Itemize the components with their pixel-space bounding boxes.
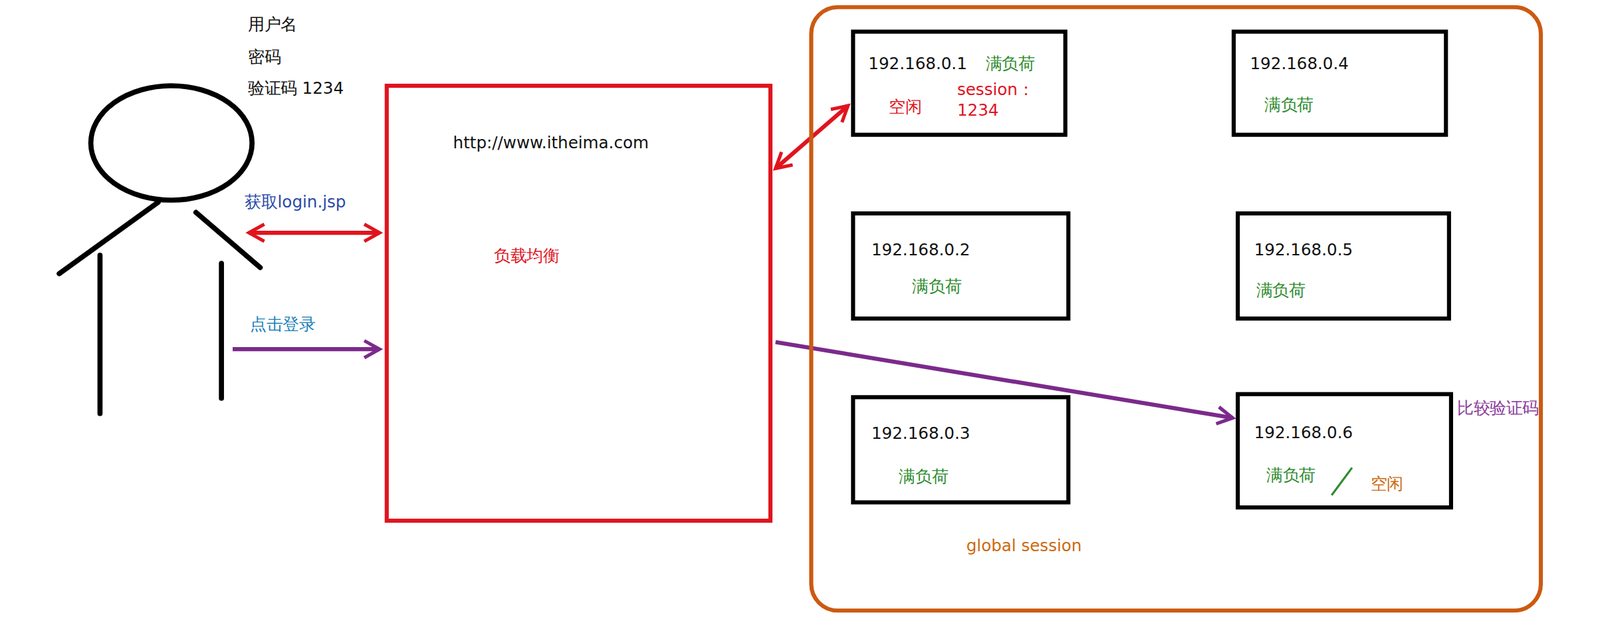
node-text: 192.168.0.5	[1254, 239, 1353, 261]
server-box: 192.168.0.1 满负荷 session： 1234 空闲	[850, 29, 1067, 137]
node-text: 空闲	[1370, 473, 1404, 495]
node-text: 192.168.0.2	[871, 239, 970, 261]
node-text: 192.168.0.3	[871, 423, 970, 445]
status-slash	[1239, 396, 1444, 509]
node-text: http://www.itheima.com	[453, 132, 649, 154]
server-box: 192.168.0.5 满负荷	[1235, 211, 1452, 321]
node-text: 192.168.0.4	[1249, 53, 1349, 75]
node-text: session： 1234	[957, 79, 1043, 121]
node-text: 满负荷	[985, 53, 1035, 75]
server-box: 192.168.0.6 满负荷 空闲	[1235, 392, 1454, 510]
node-text: global session	[966, 535, 1083, 557]
node-text: 负载均衡	[493, 245, 560, 267]
global-session-region: global session 192.168.0.1 满负荷 session： 123…	[808, 5, 1543, 613]
node-text: 192.168.0.6	[1254, 422, 1353, 444]
load-balancer-box: http://www.itheima.com 负载均衡	[384, 83, 773, 523]
server-box: 192.168.0.3 满负荷	[850, 394, 1071, 504]
node-text: 192.168.0.1	[868, 53, 967, 75]
step-label: 点击登录	[249, 314, 316, 336]
note-label: 比较验证码	[1457, 398, 1539, 419]
field-label: 验证码 1234	[247, 78, 344, 100]
field-label: 用户名	[247, 13, 298, 35]
node-text: 满负荷	[1264, 95, 1314, 116]
node-text: 满负荷	[1266, 465, 1316, 486]
server-box: 192.168.0.4 满负荷	[1231, 29, 1448, 137]
field-label: 密码	[247, 47, 281, 68]
node-text: 满负荷	[912, 276, 962, 298]
node-text: 满负荷	[898, 466, 948, 488]
node-text: 空闲	[888, 97, 922, 118]
server-box: 192.168.0.2 满负荷	[850, 211, 1071, 321]
node-text: 满负荷	[1256, 280, 1306, 302]
step-label: 获取login.jsp	[244, 192, 346, 213]
request-arrow	[775, 341, 1234, 418]
